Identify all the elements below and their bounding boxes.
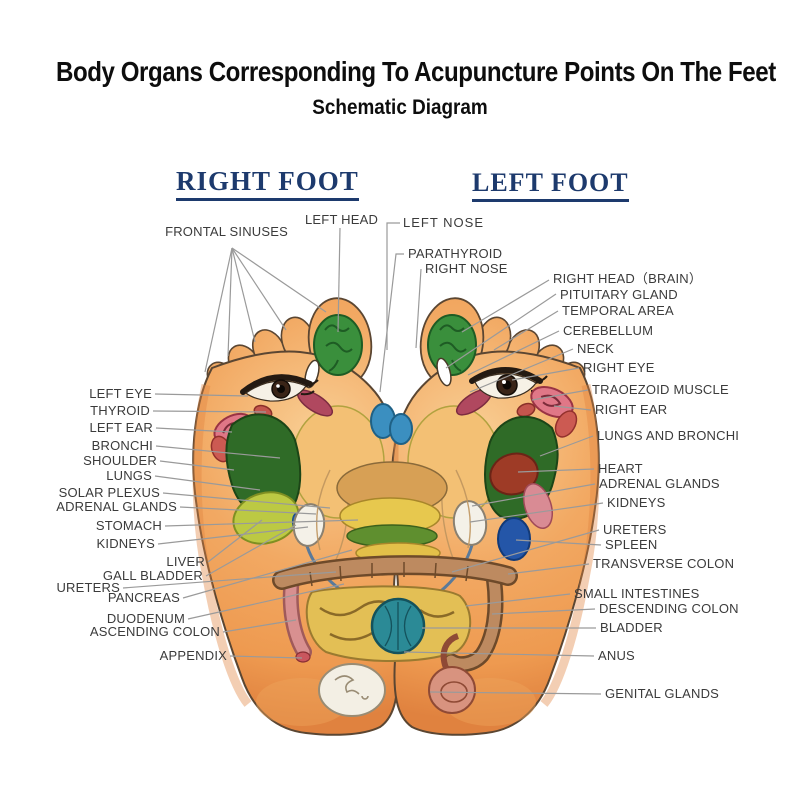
label-kidneys-right: KIDNEYS — [607, 495, 666, 510]
left-pituitary-drop — [436, 357, 452, 387]
label-adrenal-glands-left: ADRENAL GLANDS — [56, 499, 177, 514]
left-brain-region — [427, 314, 477, 376]
left-spleen-region — [497, 517, 531, 561]
left-heart-region — [489, 452, 539, 496]
label-right-ear: RIGHT EAR — [595, 402, 668, 417]
label-lungs-and-bronchi: LUNGS AND BRONCHI — [597, 428, 740, 443]
label-left-head: LEFT HEAD — [305, 212, 379, 227]
label-shoulder: SHOULDER — [83, 453, 157, 468]
thyroid-blue-right-lobe — [389, 413, 413, 445]
label-kidneys-left: KIDNEYS — [96, 536, 155, 551]
label-ureters-left: URETERS — [56, 580, 120, 595]
label-ureters-right: URETERS — [603, 522, 667, 537]
label-genital-glands: GENITAL GLANDS — [605, 686, 720, 701]
label-right-eye: RIGHT EYE — [583, 360, 655, 375]
label-frontal-sinuses: FRONTAL SINUSES — [165, 224, 288, 239]
left-foot-header: LEFT FOOT — [472, 168, 629, 202]
label-heart: HEART — [598, 461, 643, 476]
right-foot-header: RIGHT FOOT — [176, 166, 359, 201]
label-bronchi: BRONCHI — [91, 438, 153, 453]
label-neck: NECK — [577, 341, 614, 356]
right-liver-region — [232, 491, 300, 545]
label-stomach: STOMACH — [95, 518, 162, 533]
label-duodenum: DUODENUM — [106, 611, 185, 626]
bladder-region — [370, 597, 426, 655]
leader-lines — [122, 222, 604, 695]
right-eye-region — [240, 374, 319, 402]
left-thyroid-ring — [516, 402, 536, 418]
nerve-roots — [316, 469, 471, 569]
right-brain-region — [313, 314, 363, 376]
label-spleen: SPLEEN — [605, 537, 658, 552]
page-subtitle: Schematic Diagram — [312, 96, 488, 119]
label-left-ear: LEFT EAR — [89, 420, 153, 435]
label-appendix: APPENDIX — [159, 648, 227, 663]
label-adrenal-glands-right: ADRENAL GLANDS — [599, 476, 720, 491]
genital-glands-right-heel — [318, 663, 386, 717]
label-liver: LIVER — [166, 554, 205, 569]
label-solar-plexus: SOLAR PLEXUS — [58, 485, 160, 500]
label-pancreas: PANCREAS — [107, 590, 180, 605]
label-ascending-colon: ASCENDING COLON — [89, 624, 220, 639]
appendix-spot — [295, 651, 311, 663]
label-traoezoid-muscle: TRAOEZOID MUSCLE — [592, 382, 729, 397]
label-anus: ANUS — [598, 648, 635, 663]
label-temporal-area: TEMPORAL AREA — [562, 303, 674, 318]
label-cerebellum: CEREBELLUM — [563, 323, 654, 338]
label-left-eye: LEFT EYE — [89, 386, 152, 401]
label-transverse-colon: TRANSVERSE COLON — [593, 556, 735, 571]
label-thyroid: THYROID — [90, 403, 150, 418]
label-parathyroid: PARATHYROID — [408, 246, 503, 261]
label-pituitary-gland: PITUITARY GLAND — [560, 287, 678, 302]
page-title: Body Organs Corresponding To Acupuncture… — [56, 56, 776, 87]
left-eye-region — [469, 367, 548, 399]
label-right-head-brain: RIGHT HEAD（BRAIN） — [553, 271, 703, 286]
label-left-nose: LEFT NOSE — [403, 215, 485, 230]
label-small-intestines: SMALL INTESTINES — [574, 586, 700, 601]
label-right-nose: RIGHT NOSE — [425, 261, 508, 276]
label-bladder: BLADDER — [600, 620, 663, 635]
label-gall-bladder: GALL BLADDER — [102, 568, 203, 583]
label-lungs: LUNGS — [106, 468, 152, 483]
genital-glands-left-heel — [428, 633, 476, 714]
left-ear-lobe — [554, 410, 578, 438]
label-descending-colon: DESCENDING COLON — [599, 601, 739, 616]
